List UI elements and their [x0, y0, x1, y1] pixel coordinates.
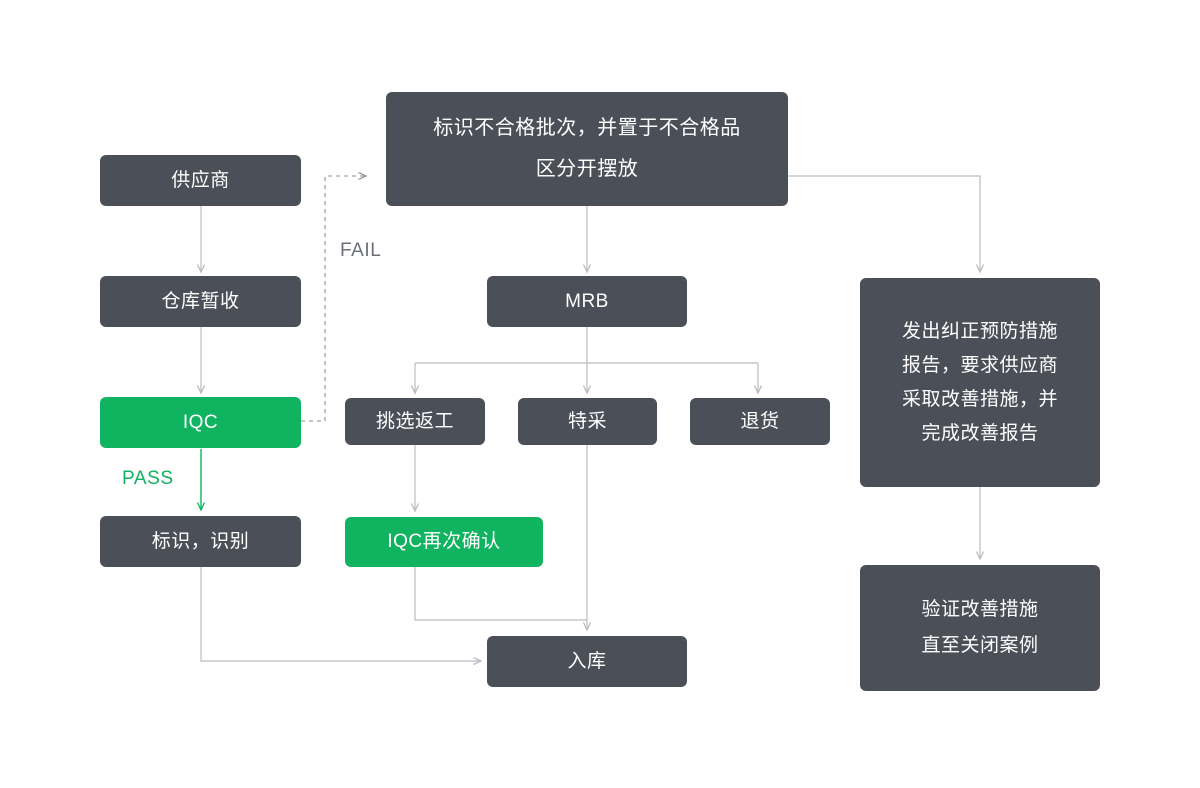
node-capa-report[interactable]: 发出纠正预防措施 报告，要求供应商 采取改善措施，并 完成改善报告	[860, 278, 1100, 487]
node-stock-in-label: 入库	[567, 650, 607, 672]
node-warehouse-hold[interactable]: 仓库暂收	[100, 276, 301, 327]
node-mrb-label: MRB	[565, 290, 609, 312]
node-return-goods-label: 退货	[740, 410, 780, 432]
node-iqc-recheck-label: IQC再次确认	[387, 531, 501, 552]
edge-label-fail: FAIL	[340, 240, 382, 261]
edge-label-pass: PASS	[122, 468, 174, 489]
node-special-accept-label: 特采	[567, 410, 607, 432]
node-mark-ncr-lot[interactable]: 标识不合格批次，并置于不合格品 区分开摆放	[386, 92, 788, 206]
node-iqc-label: IQC	[182, 411, 219, 433]
node-mark-identify-label: 标识，识别	[151, 530, 250, 552]
node-sort-rework-label: 挑选返工	[375, 410, 454, 432]
edge-markidentify-to-stockin	[200, 567, 481, 661]
node-iqc-recheck[interactable]: IQC再次确认	[345, 517, 543, 567]
node-mrb[interactable]: MRB	[487, 276, 687, 327]
node-mark-ncr-lot-label: 标识不合格批次，并置于不合格品 区分开摆放	[433, 117, 741, 180]
edge-ncrlot-to-capa	[788, 175, 980, 272]
node-special-accept[interactable]: 特采	[518, 398, 657, 445]
node-warehouse-hold-label: 仓库暂收	[161, 290, 240, 312]
node-mark-identify[interactable]: 标识，识别	[100, 516, 301, 567]
node-verify-close-label: 验证改善措施 直至关闭案例	[921, 599, 1039, 656]
node-iqc[interactable]: IQC	[100, 397, 301, 448]
node-stock-in[interactable]: 入库	[487, 636, 687, 687]
node-return-goods[interactable]: 退货	[690, 398, 830, 445]
node-verify-close[interactable]: 验证改善措施 直至关闭案例	[860, 565, 1100, 691]
node-supplier-label: 供应商	[171, 169, 230, 191]
node-sort-rework[interactable]: 挑选返工	[345, 398, 485, 445]
node-supplier[interactable]: 供应商	[100, 155, 301, 206]
node-capa-report-label: 发出纠正预防措施 报告，要求供应商 采取改善措施，并 完成改善报告	[901, 320, 1058, 444]
edge-iqc-fail-to-ncrlot	[301, 176, 366, 422]
edge-iqcrecheck-to-stockin	[414, 567, 587, 621]
